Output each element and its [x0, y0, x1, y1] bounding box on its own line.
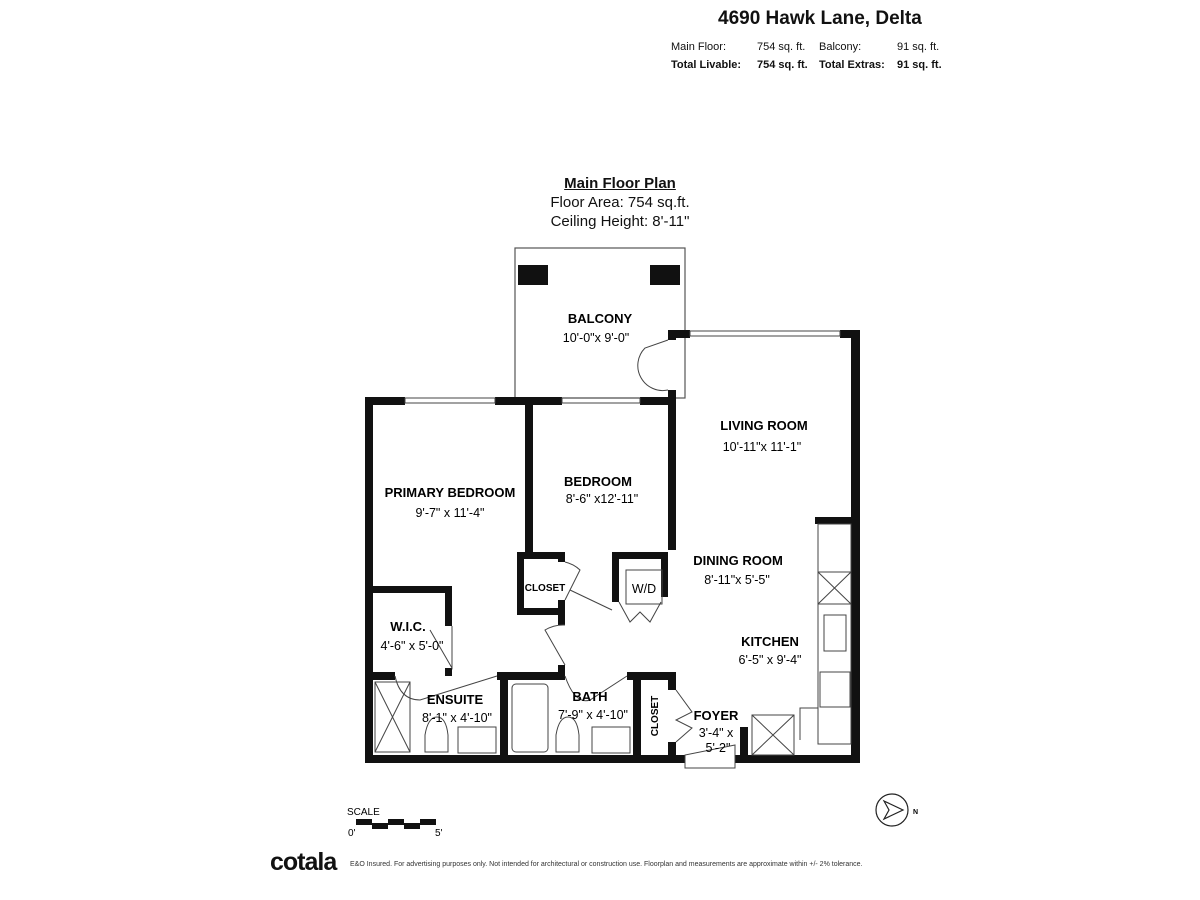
room-dim-bedroom: 8'-6" x12'-11" [566, 492, 638, 506]
room-label-bath: BATH [572, 689, 607, 704]
value: 754 sq. ft. [757, 41, 806, 53]
room-dim-ensuite: 8'-1" x 4'-10" [422, 711, 492, 725]
plan-heading: Main Floor Plan Floor Area: 754 sq.ft. C… [520, 174, 720, 231]
scale-start: 0' [348, 828, 356, 839]
room-dim-kitchen: 6'-5" x 9'-4" [739, 653, 802, 667]
ceiling-height: Ceiling Height: 8'-11" [550, 213, 690, 230]
area-row-main: Main Floor: 754 sq. ft. Balcony: 91 sq. … [670, 38, 943, 56]
room-label-ensuite: ENSUITE [427, 692, 484, 707]
room-label-living: LIVING ROOM [720, 418, 807, 433]
fixtures [374, 339, 852, 769]
closet-door [564, 561, 581, 601]
area-summary: Main Floor: 754 sq. ft. Balcony: 91 sq. … [670, 38, 943, 74]
room-label-wic: W.I.C. [390, 619, 425, 634]
room-label-dining: DINING ROOM [693, 553, 783, 568]
room-label-bedroom: BEDROOM [564, 474, 632, 489]
washer-dryer [625, 569, 663, 605]
value: 91 sq. ft. [897, 41, 940, 53]
room-label-foyer: FOYER [694, 708, 739, 723]
room-dim-bath: 7'-9" x 4'-10" [558, 708, 628, 722]
closet-door [569, 589, 613, 611]
room-dim-primary: 9'-7" x 11'-4" [415, 506, 484, 520]
entry-door [684, 744, 736, 769]
bath-door [544, 624, 566, 666]
wd-label: W/D [632, 582, 656, 596]
room-label-balcony: BALCONY [568, 311, 633, 326]
walls [365, 330, 860, 763]
closet-doors [674, 689, 693, 743]
ensuite-door [394, 675, 498, 701]
balcony-door [637, 339, 669, 392]
room-label-primary: PRIMARY BEDROOM [385, 485, 516, 500]
label: Total Extras: [819, 59, 885, 71]
room-dim-foyer: 3'-4" x [699, 726, 734, 740]
room-dim-balcony: 10'-0"x 9'-0" [563, 331, 629, 345]
bath-door2 [564, 675, 628, 702]
wic-door [429, 626, 453, 670]
planter [518, 265, 548, 285]
area-row-total: Total Livable: 754 sq. ft. Total Extras:… [670, 56, 943, 74]
value: 754 sq. ft. [757, 59, 808, 71]
floor-area: Floor Area: 754 sq.ft. [550, 194, 690, 211]
wd-doors [618, 601, 662, 623]
label: Total Livable: [671, 59, 742, 71]
plan-title: Main Floor Plan [564, 175, 676, 192]
value: 91 sq. ft. [897, 59, 942, 71]
label: Balcony: [819, 41, 862, 53]
compass-label: N [913, 809, 918, 816]
room-label-closet: CLOSET [525, 583, 566, 594]
disclaimer: E&O Insured. For advertising purposes on… [350, 861, 863, 868]
label: Main Floor: [671, 41, 727, 53]
room-dim-foyer-2: 5'-2" [706, 741, 731, 755]
planter [650, 265, 680, 285]
scale-label: SCALE [347, 807, 380, 818]
scale-end: 5' [435, 828, 443, 839]
room-label-closet-2: CLOSET [650, 696, 661, 737]
property-address: 4690 Hawk Lane, Delta [718, 8, 922, 29]
compass-icon: N [875, 793, 918, 827]
brand-logo: cotala [270, 848, 337, 876]
room-dim-living: 10'-11"x 11'-1" [723, 440, 802, 454]
windows [404, 330, 841, 404]
scale-bar [356, 819, 436, 829]
room-dim-dining: 8'-11"x 5'-5" [704, 573, 770, 587]
room-dim-wic: 4'-6" x 5'-0" [381, 639, 444, 653]
room-label-kitchen: KITCHEN [741, 634, 799, 649]
